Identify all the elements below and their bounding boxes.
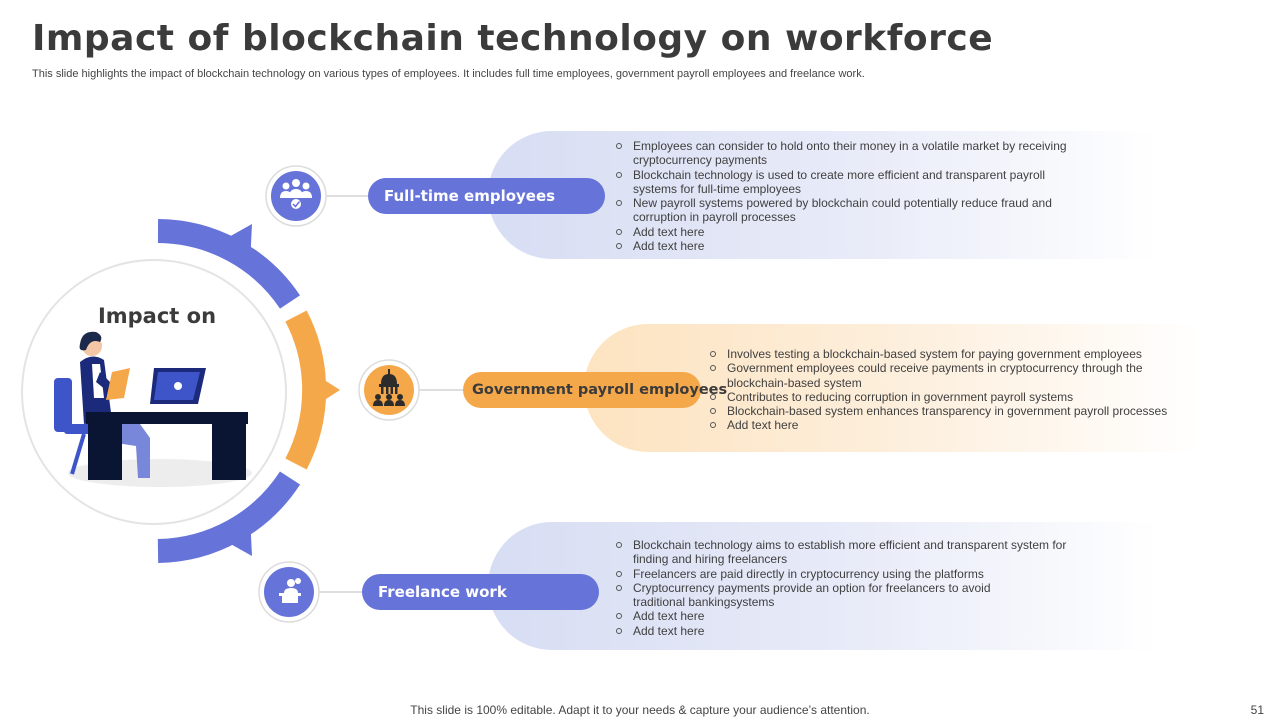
freelancer-desk-icon <box>279 578 301 603</box>
pill-freelance-work: Freelance work <box>362 574 599 610</box>
person-at-desk-illustration <box>54 331 248 480</box>
slide-subtitle: This slide highlights the impact of bloc… <box>32 68 865 80</box>
bullet-item: Add text here <box>614 609 1084 623</box>
pill-full-time-employees: Full-time employees <box>368 178 605 214</box>
bullet-item: Add text here <box>614 239 1084 253</box>
government-building-icon <box>373 369 405 406</box>
band-freelance <box>488 522 1158 650</box>
center-label: Impact on <box>97 304 217 328</box>
bullet-item: Blockchain technology aims to establish … <box>614 538 1084 567</box>
bullet-item: Add text here <box>614 624 1084 638</box>
arc-segment-middle <box>285 310 327 470</box>
arc-segment-top <box>157 219 300 309</box>
bullet-item: Cryptocurrency payments provide an optio… <box>614 581 1084 610</box>
bullet-item: Add text here <box>708 418 1188 432</box>
page-number: 51 <box>1250 703 1264 717</box>
arc-pointer-bottom <box>227 515 252 556</box>
arc-pointer-middle <box>312 372 340 408</box>
pill-government-payroll-employees: Government payroll employees <box>463 372 727 408</box>
bullets-full-time: Employees can consider to hold onto thei… <box>614 139 1084 253</box>
bullet-item: Blockchain technology is used to create … <box>614 168 1084 197</box>
bullet-item: Contributes to reducing corruption in go… <box>708 390 1188 404</box>
slide-title: Impact of blockchain technology on workf… <box>32 18 994 59</box>
bullet-item: Involves testing a blockchain-based syst… <box>708 347 1188 361</box>
bullet-item: Freelancers are paid directly in cryptoc… <box>614 567 1084 581</box>
bullets-government: Involves testing a blockchain-based syst… <box>708 347 1188 433</box>
bullets-freelance: Blockchain technology aims to establish … <box>614 538 1084 638</box>
bullet-item: Employees can consider to hold onto thei… <box>614 139 1084 168</box>
arc-segment-bottom <box>157 471 301 563</box>
bullet-item: Add text here <box>614 225 1084 239</box>
arc-pointer-top <box>227 224 252 265</box>
slide-footer: This slide is 100% editable. Adapt it to… <box>410 703 870 717</box>
bullet-item: Government employees could receive payme… <box>708 361 1188 390</box>
bullet-item: Blockchain-based system enhances transpa… <box>708 404 1188 418</box>
people-group-icon <box>280 179 312 209</box>
bullet-item: New payroll systems powered by blockchai… <box>614 196 1084 225</box>
